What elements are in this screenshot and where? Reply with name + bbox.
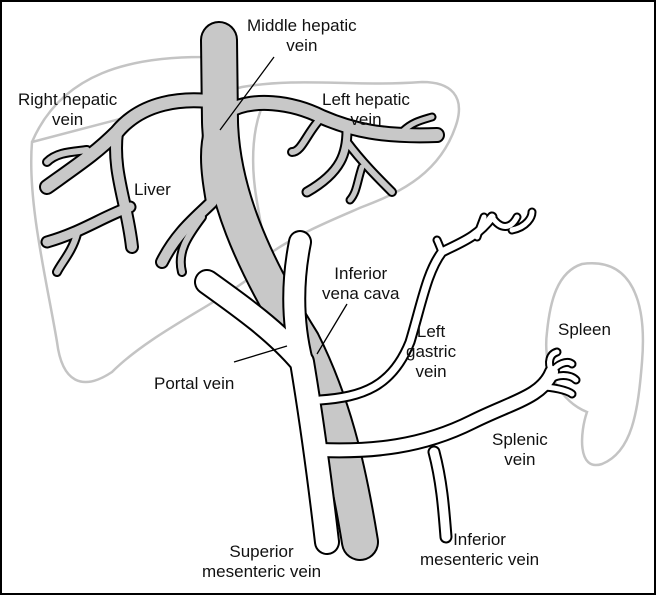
portal-vein-upper-branch	[284, 232, 312, 372]
leader-middle-hepatic	[219, 56, 275, 131]
left-hepatic-twig-4	[347, 164, 365, 203]
right-hepatic-branch-2	[42, 202, 135, 247]
left-gastric-vein	[316, 213, 496, 404]
left-gastric-twig-2	[474, 214, 487, 240]
left-gastric-twig-1	[434, 237, 445, 255]
left-hepatic-twig-1	[289, 114, 325, 155]
splenic-vein	[314, 366, 558, 457]
label-portal-vein: Portal vein	[154, 374, 235, 393]
label-spleen: Spleen	[558, 320, 611, 339]
splenic-twig-4	[539, 384, 575, 397]
left-gastric-twig-4	[509, 209, 535, 233]
inferior-mesenteric-vein	[429, 447, 451, 542]
leader-lines	[219, 56, 348, 363]
left-gastric-twig-3	[489, 214, 520, 229]
left-hepatic-twig-2	[303, 126, 351, 196]
right-hepatic-branch-1	[111, 127, 137, 252]
spleen-outline	[544, 262, 645, 467]
right-hepatic-twig-1	[54, 231, 80, 275]
label-liver: Liver	[134, 180, 171, 199]
portal-system-veins	[194, 207, 581, 555]
leader-ivc	[316, 303, 348, 355]
left-hepatic-twig-3	[344, 139, 395, 195]
splenic-twig-2	[549, 359, 575, 375]
middle-hepatic-vein	[157, 107, 222, 267]
leader-portal	[233, 345, 288, 363]
splenic-twig-3	[547, 373, 579, 383]
right-hepatic-twig-2	[44, 147, 90, 165]
left-hepatic-twig-5	[399, 114, 435, 135]
middle-hepatic-twig	[177, 214, 205, 275]
